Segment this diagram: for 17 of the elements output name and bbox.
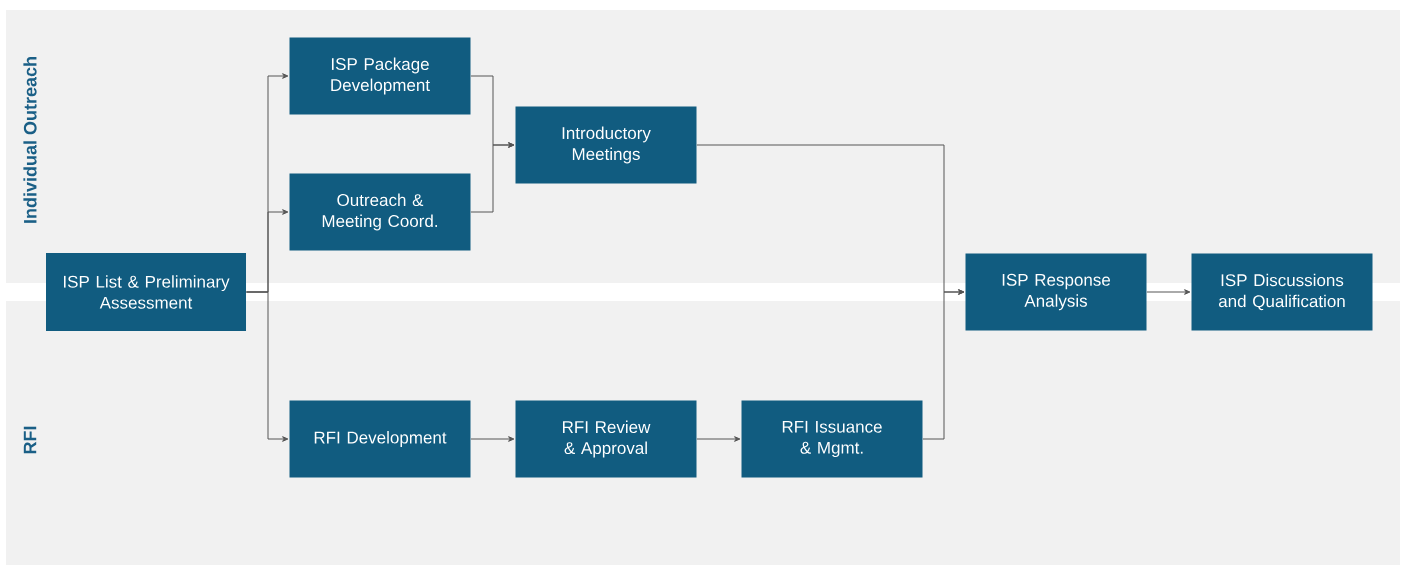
process-box: Introductory Meetings — [515, 106, 697, 184]
lane-label: RFI — [23, 426, 37, 454]
process-box: ISP Discussions and Qualification — [1191, 253, 1373, 331]
process-box: RFI Issuance & Mgmt. — [741, 400, 923, 478]
process-box: RFI Review & Approval — [515, 400, 697, 478]
process-box: Outreach & Meeting Coord. — [289, 173, 471, 251]
arrow — [245, 291, 289, 442]
arrow — [922, 289, 965, 440]
arrow — [470, 436, 515, 442]
process-box: ISP List & Preliminary Assessment — [46, 253, 246, 331]
process-box: ISP Package Development — [289, 37, 471, 115]
arrow — [470, 142, 515, 213]
process-box: RFI Development — [289, 400, 471, 478]
process-box: ISP Response Analysis — [965, 253, 1147, 331]
arrow — [1146, 289, 1191, 295]
arrow — [696, 436, 741, 442]
lane-label: Individual Outreach — [23, 57, 37, 223]
